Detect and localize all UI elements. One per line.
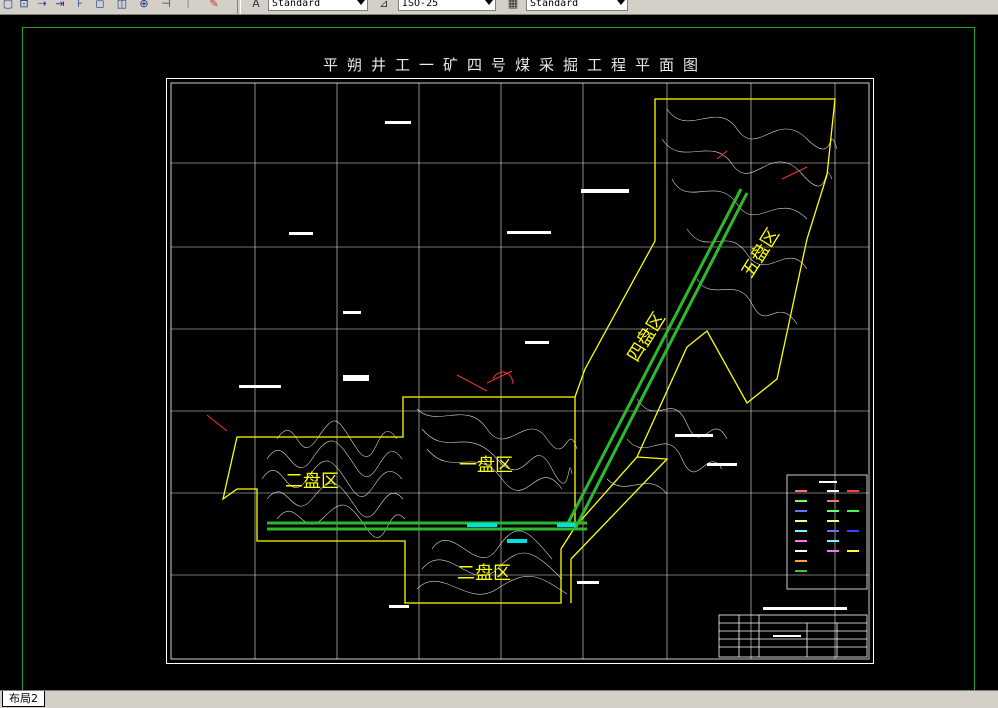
dim-radius-icon[interactable]: ◻: [95, 0, 105, 10]
title-block: [718, 607, 868, 658]
main-roadways: [267, 188, 749, 531]
fault-lines: [206, 150, 808, 432]
zone-label-panel2-south: 二盘区: [457, 563, 511, 584]
dim-style-select[interactable]: ISO-25: [398, 0, 496, 11]
chevron-down-icon: [485, 0, 493, 5]
contour-lines: [261, 108, 838, 595]
zone-label-panel1: 一盘区: [459, 455, 513, 476]
table-style-value: Standard: [530, 0, 579, 9]
coordinate-grid: [171, 83, 869, 659]
dim-update-icon[interactable]: ✎: [209, 0, 219, 10]
text-style-icon[interactable]: A: [252, 0, 260, 10]
zone-label-panel5: 五盘区: [737, 225, 783, 282]
text-style-select[interactable]: Standard: [268, 0, 368, 11]
dim-linear-icon[interactable]: ⊡: [19, 0, 29, 10]
text-style-value: Standard: [272, 0, 321, 9]
chevron-down-icon: [617, 0, 625, 5]
table-style-select[interactable]: Standard: [526, 0, 628, 11]
dim-style-value: ISO-25: [402, 0, 439, 9]
dim-diameter-icon[interactable]: ◫: [116, 0, 128, 10]
tab-layout2-label: 布局2: [9, 692, 38, 705]
dim-style-icon[interactable]: ⊿: [379, 0, 389, 10]
dim-ordinate-icon[interactable]: ⊦: [77, 0, 83, 10]
dim-arc-icon[interactable]: ⇥: [55, 0, 65, 10]
drawing-title: 平朔井工一矿四号煤采掘工程平面图: [322, 56, 707, 74]
dim-angular-icon[interactable]: ⊕: [139, 0, 149, 10]
zone-label-panel2-west: 二盘区: [285, 471, 339, 492]
legend-box: [786, 474, 868, 590]
snap-icon[interactable]: ▢: [2, 0, 14, 10]
layout-tab-bar: 布局2: [0, 690, 998, 708]
toolbar: ▢ ⊡ ⇢ ⇥ ⊦ ◻ ◫ ⊕ ⊣ ᛁ ✎ A Standard ⊿ ISO-2…: [0, 0, 998, 15]
chevron-down-icon: [357, 0, 365, 5]
map-sheet[interactable]: 一盘区 二盘区 二盘区 四盘区 五盘区: [166, 78, 874, 664]
table-style-icon[interactable]: ▦: [507, 0, 519, 10]
dim-continue-icon[interactable]: ᛁ: [184, 0, 192, 10]
mine-plan-svg: 一盘区 二盘区 二盘区 四盘区 五盘区: [170, 82, 870, 660]
annotation-labels: [239, 121, 737, 608]
dim-baseline-icon[interactable]: ⊣: [161, 0, 171, 10]
map-inner-border: [170, 82, 870, 660]
dim-aligned-icon[interactable]: ⇢: [37, 0, 47, 10]
tab-layout2[interactable]: 布局2: [2, 691, 45, 707]
toolbar-separator: [237, 0, 241, 14]
equipment-markers: [467, 523, 575, 543]
mine-boundary: [221, 98, 836, 604]
